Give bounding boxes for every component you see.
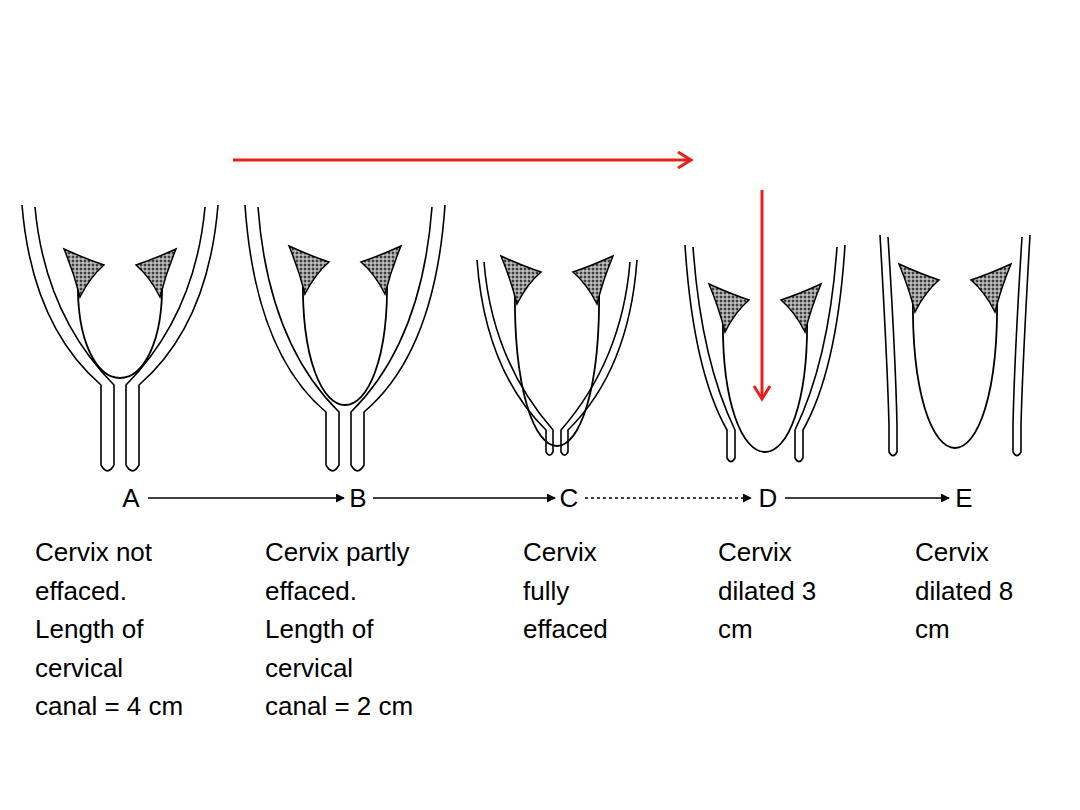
stage-letter: B [349,483,366,513]
internal-os-tissue [64,249,104,297]
internal-os-tissue [709,284,749,332]
progression-arrow-dashed [585,497,751,499]
uterine-cavity [515,284,599,446]
uterine-wall [22,205,114,471]
red-arrow-head [754,386,770,399]
uterine-wall [351,205,445,471]
internal-os-tissue [971,264,1011,312]
cervix-figures [22,205,1030,471]
red-arrows [233,152,770,399]
uterine-cavity [723,312,807,452]
red-arrow-shaft [761,190,764,398]
internal-os-tissue [501,256,541,304]
progression-arrow [785,497,949,499]
uterine-cavity [303,274,387,405]
uterine-wall [245,205,339,471]
uterine-wall [1013,235,1030,456]
progression-arrow [148,497,344,499]
internal-os-tissue [289,246,329,294]
stage-letter: E [955,483,972,513]
uterine-wall [795,245,845,462]
cervix-figure [22,205,218,471]
stage-caption: Cervix partly effaced. Length of cervica… [265,533,418,726]
internal-os-tissue [361,246,401,294]
stage-caption: Cervix fully effaced [523,533,623,649]
internal-os-tissue [136,249,176,297]
uterine-cavity [913,292,997,448]
stage-letter: A [122,483,139,513]
cervix-figure [685,245,845,462]
uterine-wall [126,205,218,471]
cervix-figure [880,235,1030,456]
internal-os-tissue [781,284,821,332]
red-arrow-head [678,152,691,168]
uterine-wall [880,235,897,456]
cervix-figure [477,256,637,455]
uterine-cavity [78,277,162,378]
stage-caption: Cervix dilated 3 cm [718,533,818,649]
uterine-wall [685,245,735,462]
progression-arrow [373,497,555,499]
red-arrow-shaft [233,159,690,162]
stage-letter: C [560,483,579,513]
cervix-figure [245,205,445,471]
progression-arrows [148,498,949,499]
stage-letter: D [759,483,778,513]
stage-caption: Cervix not effaced. Length of cervical c… [35,533,188,726]
internal-os-tissue [573,256,613,304]
internal-os-tissue [899,264,939,312]
stage-caption: Cervix dilated 8 cm [915,533,1015,649]
